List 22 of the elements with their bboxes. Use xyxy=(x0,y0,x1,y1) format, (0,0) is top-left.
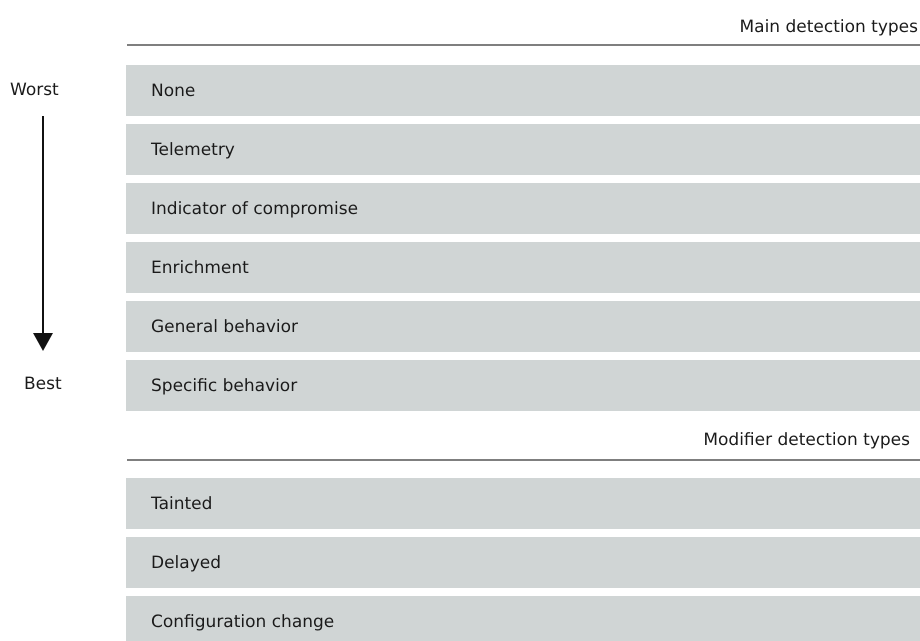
category-bar xyxy=(126,183,920,234)
scale-label: Worst xyxy=(10,80,59,100)
category-label: Configuration change xyxy=(151,612,334,632)
category-bar xyxy=(126,596,920,641)
category-label: Telemetry xyxy=(151,140,235,160)
section-heading: Main detection types xyxy=(739,17,918,37)
category-label: None xyxy=(151,80,196,100)
category-label: Delayed xyxy=(151,552,222,572)
category-label: General behavior xyxy=(151,316,298,336)
category-bar xyxy=(126,242,920,293)
category-bar xyxy=(126,360,920,411)
category-label: Indicator of compromise xyxy=(151,198,358,218)
category-bar xyxy=(126,537,920,588)
category-label: Tainted xyxy=(151,494,212,514)
category-label: Specific behavior xyxy=(151,376,298,396)
category-bar xyxy=(126,124,920,175)
category-bar xyxy=(126,478,920,529)
category-bar xyxy=(126,301,920,352)
category-bar xyxy=(126,65,920,116)
scale-label: Best xyxy=(24,374,62,394)
category-label: Enrichment xyxy=(151,258,249,278)
section-heading: Modifier detection types xyxy=(703,430,910,450)
